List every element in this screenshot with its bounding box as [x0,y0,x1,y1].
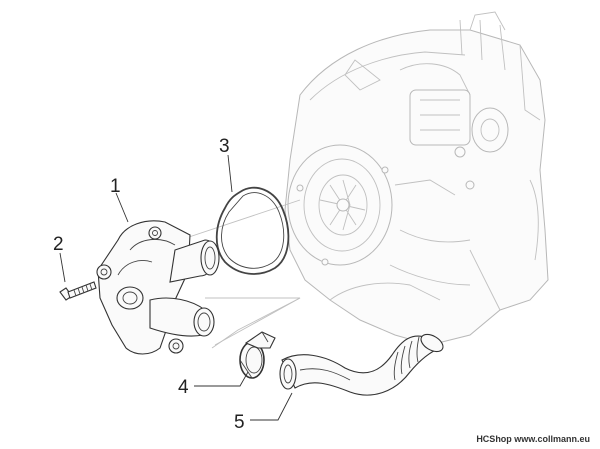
callout-5: 5 [234,412,245,433]
watermark-text: HCShop www.collmann.eu [476,434,590,444]
hose-clamp [239,331,276,379]
callout-3: 3 [219,136,230,157]
guide-lines [179,199,301,349]
callout-4: 4 [178,377,189,398]
leader-lines [59,154,293,421]
engine-housing [284,11,549,346]
coolant-hose [279,333,444,396]
o-ring-gasket [215,186,290,275]
callout-labels: 1 2 3 4 5 [53,136,245,433]
callout-1: 1 [110,176,121,197]
callout-2: 2 [53,234,64,255]
screw [59,281,97,301]
water-pump-cover [96,220,220,355]
